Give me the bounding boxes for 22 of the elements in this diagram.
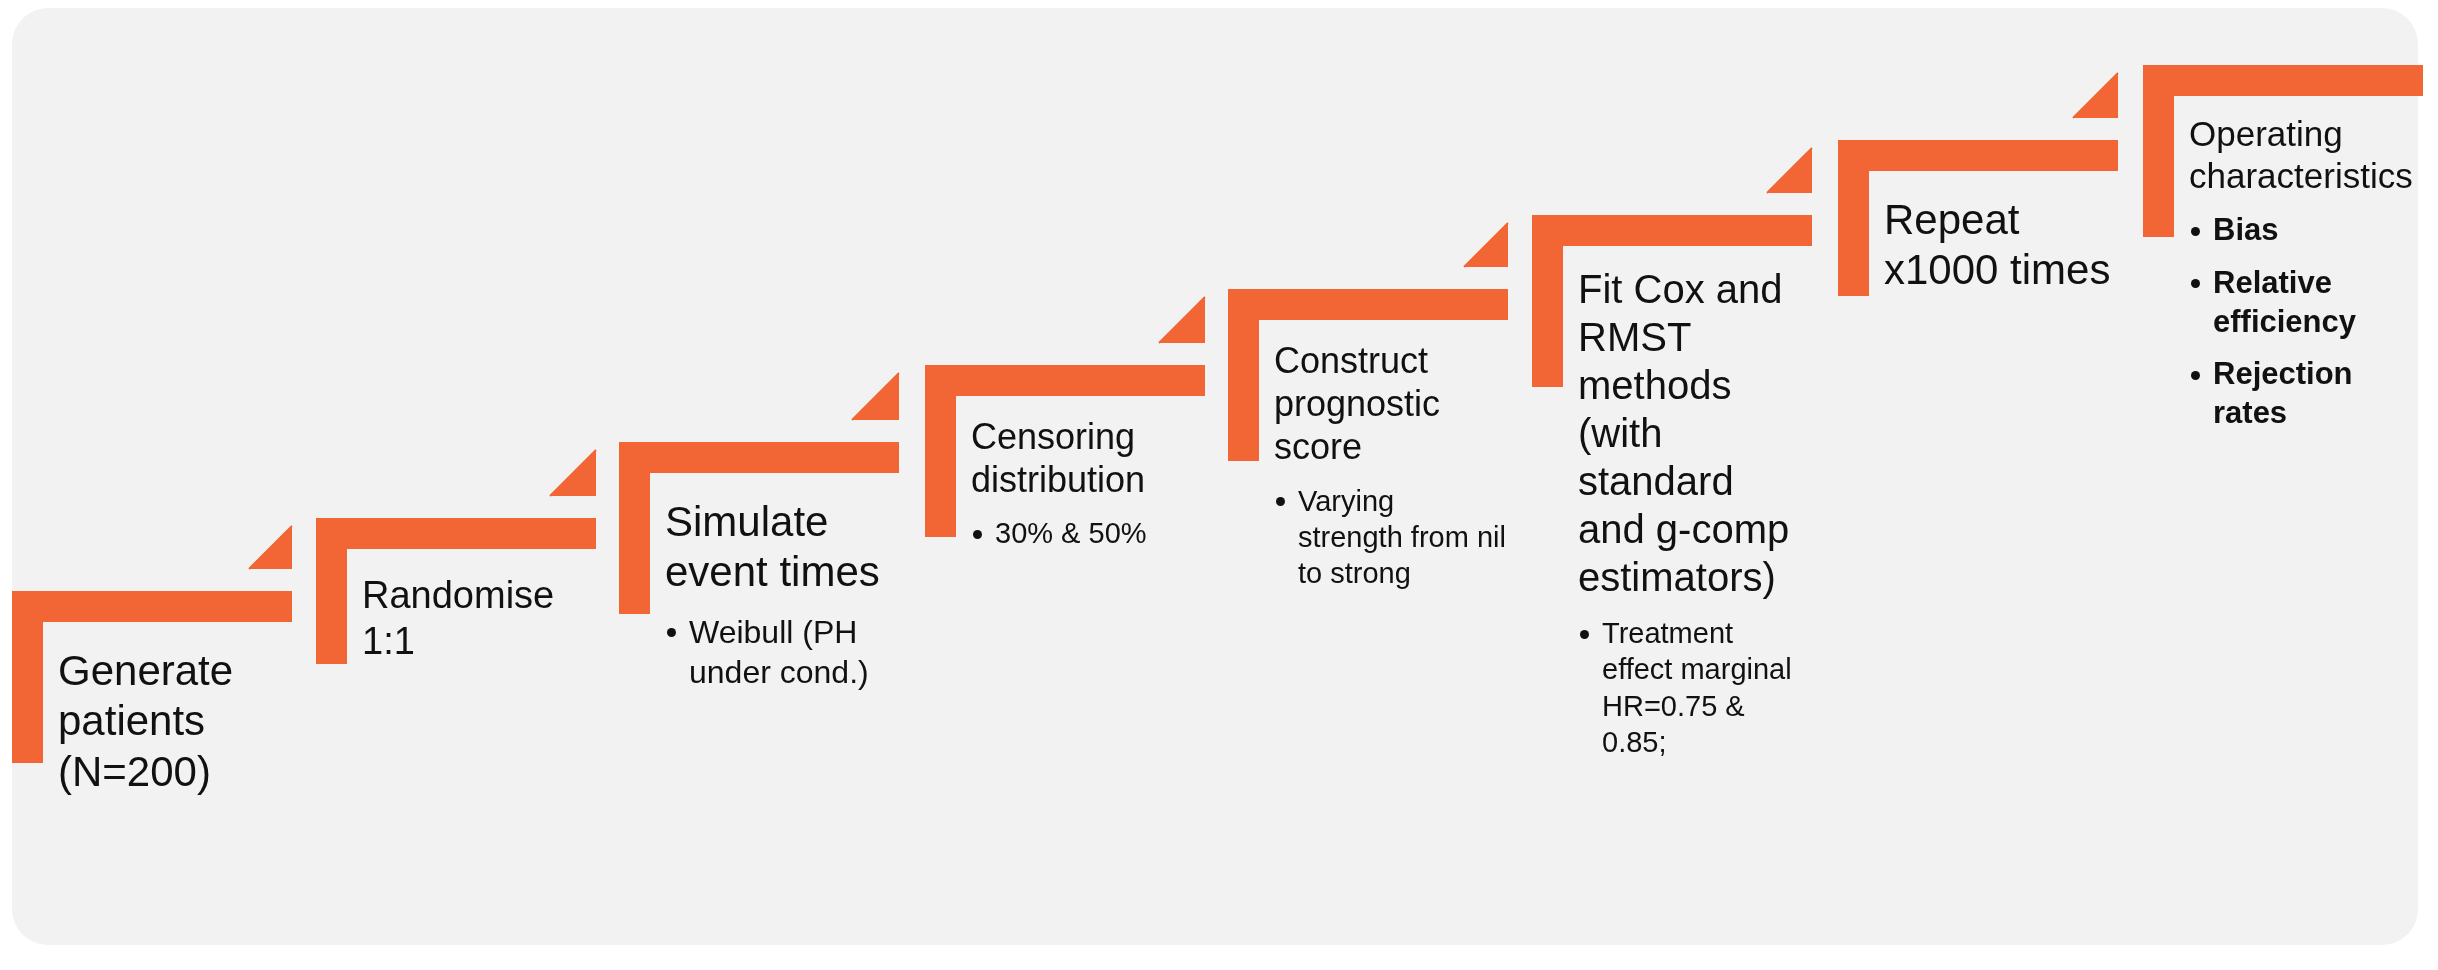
bullet-text: Relative efficiency	[2213, 264, 2356, 339]
step-title: Fit Cox and RMST methods (with standard and g-comp estimators)	[1578, 266, 1791, 601]
bullet-text: Weibull (PH under cond.)	[689, 613, 869, 690]
bullet-text: Bias	[2213, 212, 2279, 247]
step-arrow	[2072, 72, 2119, 119]
step-arrow	[1463, 222, 1509, 268]
step-title: Repeat x1000 times	[1884, 195, 2112, 296]
step-arrow	[1158, 296, 1206, 344]
step-arrow	[1766, 147, 1813, 194]
bullet-text: Varying strength from nil to strong	[1298, 484, 1506, 590]
step-arrow	[549, 449, 597, 497]
bullet-text: Rejection rates	[2213, 356, 2353, 430]
step-title: Operating characteristics	[2189, 113, 2414, 197]
step-title: Censoring distribution	[971, 415, 1147, 502]
bullet-text: Treatment effect marginal HR=0.75 & 0.85;	[1602, 617, 1792, 758]
step-title: Generate patients (N=200)	[58, 646, 235, 797]
step-arrow	[248, 525, 293, 570]
step-arrow	[851, 372, 900, 421]
step-title: Simulate event times	[665, 497, 881, 598]
step-title: Construct prognostic score	[1274, 339, 1442, 469]
bullet-text: 30% & 50%	[995, 517, 1147, 550]
step-title: Randomise 1:1	[362, 573, 556, 664]
